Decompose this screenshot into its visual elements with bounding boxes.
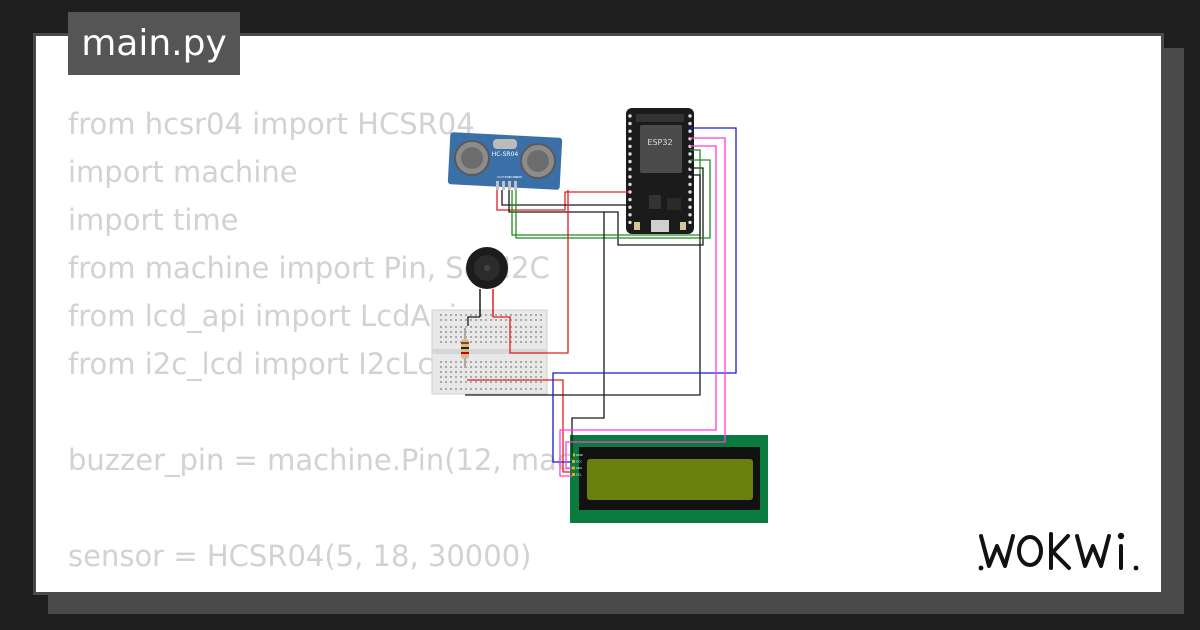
lcd-display[interactable]: GND VCC SDA SCL	[570, 435, 768, 523]
lcd-pin-label: VCC	[576, 460, 582, 464]
esp32-board[interactable]: ESP32	[626, 108, 694, 234]
wires	[465, 127, 737, 477]
ultrasonic-pin-label: GND	[515, 175, 523, 179]
wire	[552, 127, 737, 463]
wire	[515, 159, 711, 239]
buzzer[interactable]	[466, 247, 508, 317]
ultrasonic-pin-label: VCC	[497, 175, 503, 179]
wire	[467, 316, 480, 326]
wire	[559, 145, 717, 477]
wire	[467, 379, 572, 473]
code-line: import time	[68, 203, 239, 237]
breadboard[interactable]	[431, 309, 548, 395]
code-line: from lcd_api import LcdApi	[68, 299, 457, 333]
code-line: import machine	[68, 155, 298, 189]
resistor[interactable]	[461, 328, 469, 368]
wire	[571, 212, 605, 458]
lcd-pin-label: GND	[576, 453, 584, 457]
wire	[493, 190, 569, 354]
wire	[496, 190, 628, 211]
lcd-pin-label: SDA	[576, 466, 583, 470]
code-preview: from hcsr04 import HCSR04 import machine i…	[68, 100, 770, 580]
ultrasonic-pin-label: TRIG	[502, 175, 511, 179]
esp32-label: ESP32	[647, 138, 672, 147]
code-line: from hcsr04 import HCSR04	[68, 107, 475, 141]
wire	[465, 174, 701, 396]
wire	[508, 167, 704, 246]
code-line: sensor = HCSR04(5, 18, 30000)	[68, 539, 532, 573]
wire	[565, 137, 726, 469]
wokwi-logo	[978, 532, 1139, 571]
wire	[501, 190, 628, 206]
lcd-pin-label: SCL	[576, 473, 582, 477]
file-tab[interactable]: main.py	[68, 12, 240, 75]
ultrasonic-label: HC-SR04	[492, 151, 519, 158]
ultrasonic-pin-label: ECHO	[509, 175, 518, 179]
